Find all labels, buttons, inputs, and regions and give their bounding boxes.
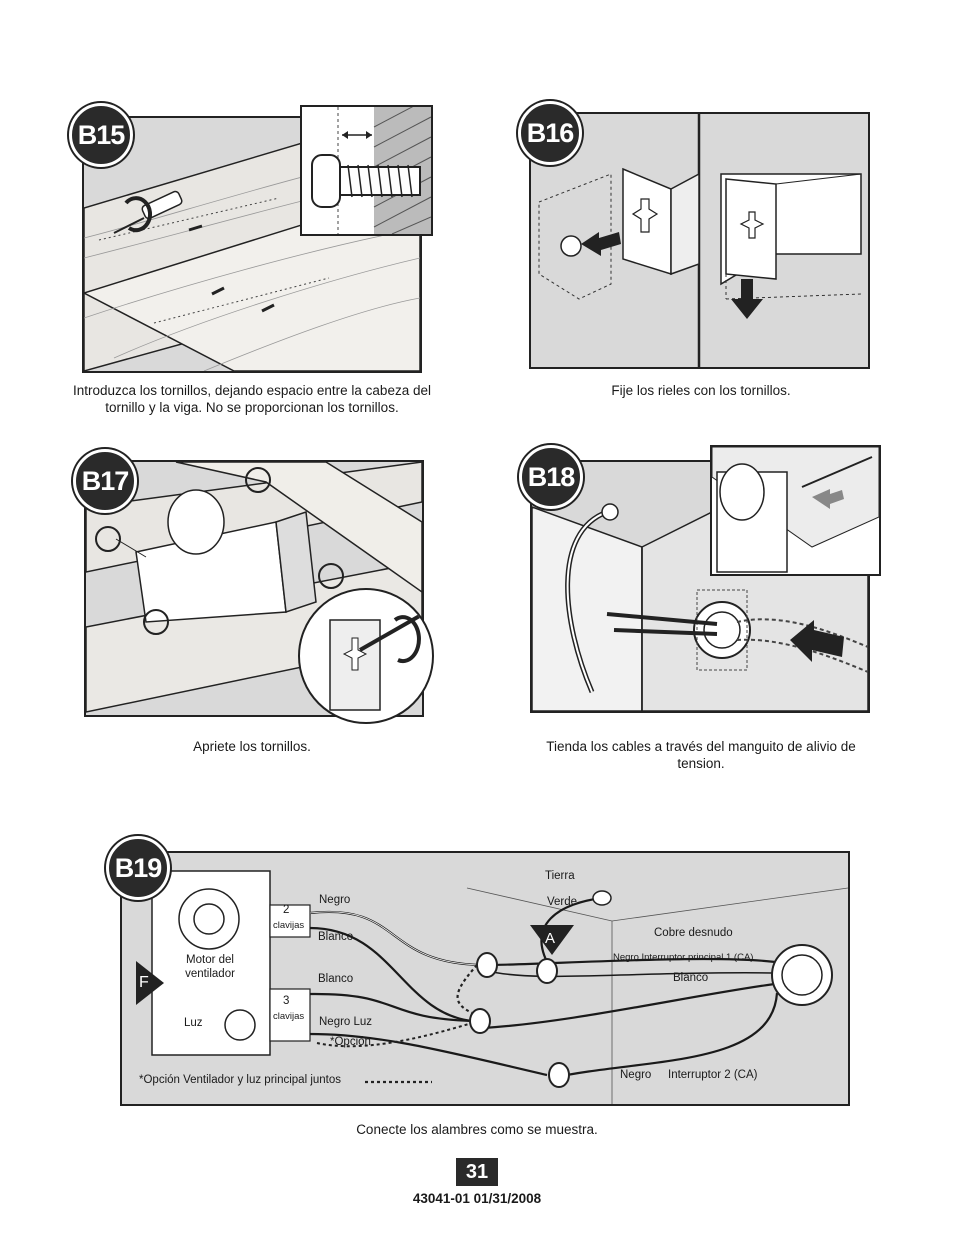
step-badge-b17: B17 xyxy=(73,449,137,513)
document-id: 43041-01 01/31/2008 xyxy=(412,1191,542,1206)
screwdriver-icon xyxy=(113,190,183,234)
label-opcion: *Opción xyxy=(330,1036,371,1048)
down-arrow-icon xyxy=(731,279,763,319)
label-negro-principal: Negro Interruptor principal 1 (CA) xyxy=(613,952,754,963)
b17-zoom-detail xyxy=(298,588,434,724)
zoom-screwdriver-drawing xyxy=(329,608,431,711)
label-interruptor2: Interruptor 2 (CA) xyxy=(668,1069,758,1081)
label-tierra: Tierra xyxy=(545,870,575,882)
rotation-arrow-icon xyxy=(124,196,152,233)
step-b16-illustration xyxy=(529,112,870,369)
inset-housing-drawing xyxy=(712,447,879,573)
label-cobre: Cobre desnudo xyxy=(654,927,733,939)
step-caption-b19: Conecte los alambres como se muestra. xyxy=(356,1122,598,1137)
page-number: 31 xyxy=(456,1158,498,1186)
step-badge-b19: B19 xyxy=(106,836,170,900)
wire-nut-icon xyxy=(469,952,570,1088)
step-badge-b18: B18 xyxy=(519,445,583,509)
push-arrow-icon xyxy=(790,620,844,662)
step-caption-b17: Apriete los tornillos. xyxy=(193,739,311,754)
label-verde: Verde xyxy=(547,896,578,908)
step-badge-b16: B16 xyxy=(518,101,582,165)
label-negro-luz: Negro Luz xyxy=(319,1016,373,1028)
legend-option: *Opción Ventilador y luz principal junto… xyxy=(139,1074,342,1086)
label-plug2-text: clavijas xyxy=(273,920,305,931)
label-negro: Negro xyxy=(319,894,351,906)
label-plug2-num: 2 xyxy=(283,904,290,916)
step-b18-illustration xyxy=(530,460,870,713)
b18-inset-detail xyxy=(710,445,881,576)
step-caption-b16: Fije los rieles con los tornillos. xyxy=(611,383,791,398)
screw-gap-detail xyxy=(300,105,433,236)
label-motor: Motor del ventilador xyxy=(185,954,235,980)
marker-f: F xyxy=(139,974,149,991)
label-negro-2: Negro xyxy=(620,1069,652,1081)
rail-mounting-drawing xyxy=(538,114,862,367)
step-caption-b15: Introduzca los tornillos, dejando espaci… xyxy=(73,383,431,415)
label-plug3-num: 3 xyxy=(283,995,290,1007)
label-luz: Luz xyxy=(184,1017,203,1029)
step-b19-wiring-diagram xyxy=(120,851,850,1106)
label-blanco-2: Blanco xyxy=(318,973,354,985)
step-badge-b15: B15 xyxy=(69,103,133,167)
strain-relief-icon xyxy=(693,589,751,671)
label-blanco-1: Blanco xyxy=(318,931,354,943)
rotation-arrow-icon xyxy=(393,615,421,664)
warning-triangle-icon xyxy=(530,925,574,955)
wiring-diagram-drawing xyxy=(136,870,848,1104)
step-caption-b18: Tienda los cables a través del manguito … xyxy=(546,739,856,771)
marker-a: A xyxy=(545,930,556,947)
push-arrow-icon xyxy=(581,232,621,256)
label-plug3-text: clavijas xyxy=(273,1011,305,1022)
screw-icon xyxy=(188,224,275,313)
label-blanco-3: Blanco xyxy=(673,972,709,984)
screw-detail-drawing xyxy=(311,107,431,234)
